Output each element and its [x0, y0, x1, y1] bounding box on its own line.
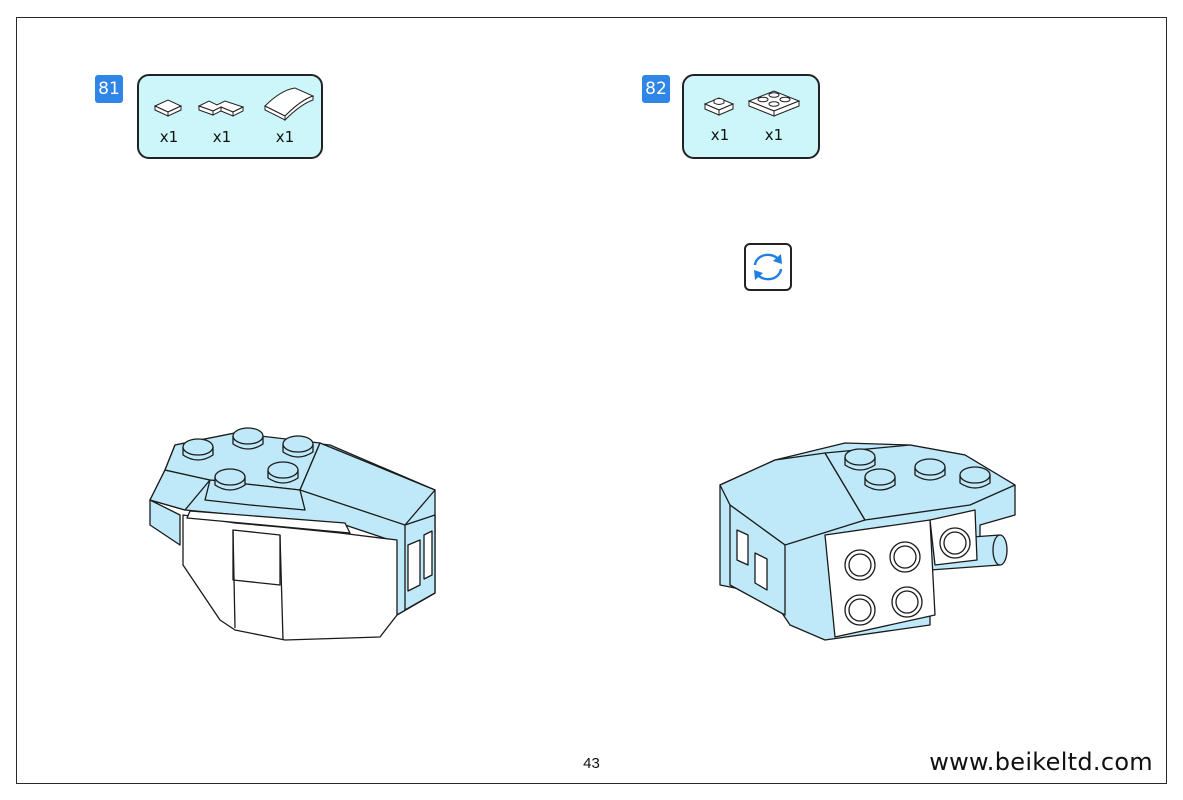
curved-slope-icon [264, 87, 315, 122]
website-url: www.beikeltd.com [929, 748, 1153, 776]
parts-box-step-81: x1 x1 x1 [137, 74, 323, 159]
page-number: 43 [583, 755, 600, 772]
model-step-82 [719, 442, 1016, 641]
plate-2x2-icon [747, 90, 801, 117]
part-qty: x1 [159, 128, 179, 146]
page-frame [16, 17, 1167, 784]
part-qty: x1 [764, 126, 784, 144]
model-step-81 [149, 427, 436, 641]
step-number-81: 81 [95, 75, 123, 103]
parts-box-step-82: x1 x1 [682, 74, 820, 159]
notched-plate-icon [197, 100, 245, 117]
part-qty: x1 [710, 126, 730, 144]
part-qty: x1 [212, 128, 232, 146]
rotate-model-icon [744, 243, 792, 291]
flat-tile-1x1-icon [153, 99, 183, 117]
plate-1x1-icon [703, 97, 735, 116]
part-qty: x1 [275, 128, 295, 146]
step-number-82: 82 [642, 75, 670, 103]
